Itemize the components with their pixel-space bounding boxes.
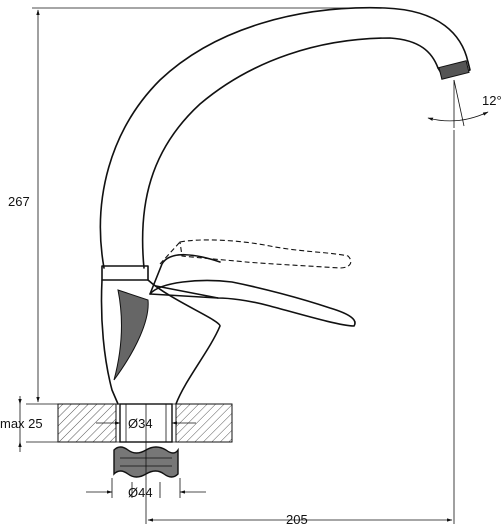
spout-angle-label: 12° — [482, 93, 502, 108]
reach-label: 205 — [286, 512, 308, 527]
reach-dimension: 205 — [145, 130, 455, 527]
base-diameter-label: Ø44 — [128, 485, 153, 500]
lever-handle-lowered — [149, 253, 356, 327]
spout-angle-annotation: 12° — [427, 79, 502, 128]
bore-diameter-dimension: Ø34 — [96, 416, 196, 431]
height-dimension: 267 — [8, 7, 385, 405]
countertop-dimension: max 25 — [0, 396, 58, 452]
bore-diameter-label: Ø34 — [128, 416, 153, 431]
height-total-label: 267 — [8, 194, 30, 209]
faucet-body — [99, 6, 471, 405]
countertop-max-label: max 25 — [0, 416, 43, 431]
base-diameter-dimension: Ø44 — [86, 478, 206, 500]
lever-handle-raised — [159, 239, 352, 269]
